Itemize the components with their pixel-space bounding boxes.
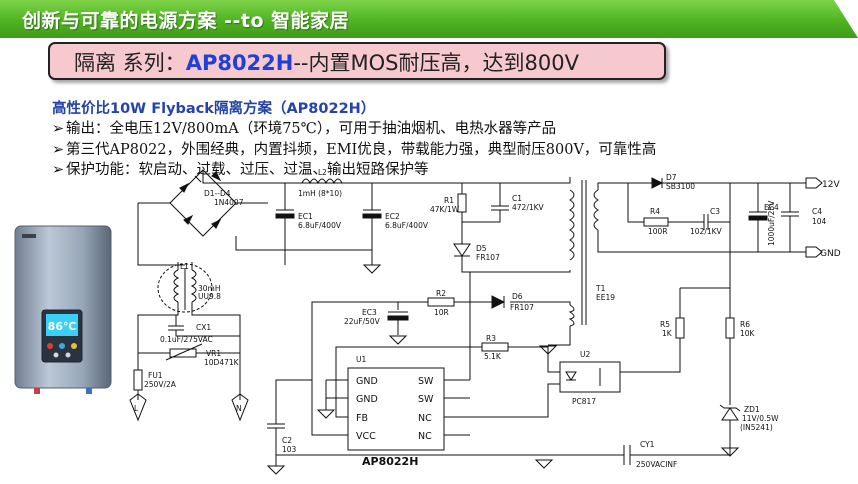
header-title: 创新与可靠的电源方案 --to 智能家居 xyxy=(22,10,350,32)
d5-ref: D5 xyxy=(476,244,487,253)
bullet-text: 第三代AP8022，外围经典，内置抖频，EMI优良，带载能力强，典型耐压800V… xyxy=(66,142,657,158)
d5-part: FR107 xyxy=(476,253,500,262)
c3-ref: C3 xyxy=(710,207,720,216)
r3-ref: R3 xyxy=(486,334,496,343)
ec2-value: 6.8uF/400V xyxy=(385,221,429,230)
ac-neutral-label: N xyxy=(236,404,242,413)
display-temperature: 86℃ xyxy=(48,320,77,333)
output-gnd-label: GND xyxy=(820,249,841,259)
l1-ref: L1 xyxy=(180,262,189,271)
c4-ref: C4 xyxy=(812,207,822,216)
title-banner: 隔离 系列：AP8022H--内置MOS耐压高，达到800V xyxy=(48,42,666,80)
c1-value: 472/1KV xyxy=(512,203,545,212)
header-bar: 创新与可靠的电源方案 --to 智能家居 xyxy=(0,0,858,38)
water-heater-image: 86℃ xyxy=(14,225,112,394)
c3-value: 102/1KV xyxy=(690,227,723,236)
t1-part: EE19 xyxy=(596,293,615,302)
ec4-value: 1000uF/25V xyxy=(767,200,776,246)
zd1-value2: (IN5241) xyxy=(740,423,773,432)
cx1-ref: CX1 xyxy=(196,323,211,332)
bullet-output: ➢输出：全电压12V/800mA（环境75℃），可用于抽油烟机、电热水器等产品 xyxy=(52,117,556,138)
u1-pin-fb: FB xyxy=(356,413,368,424)
t1-ref: T1 xyxy=(595,284,606,293)
r4-value: 100R xyxy=(648,227,668,236)
u2-ref: U2 xyxy=(580,350,590,359)
d6-ref: D6 xyxy=(512,292,523,301)
ec1-value: 6.8uF/400V xyxy=(298,221,342,230)
banner-prefix: 隔离 系列： xyxy=(74,51,186,75)
bullet-marker: ➢ xyxy=(52,121,65,137)
banner-text: 隔离 系列：AP8022H--内置MOS耐压高，达到800V xyxy=(74,47,579,77)
r1-ref: R1 xyxy=(444,196,454,205)
u1-pin-sw-2: SW xyxy=(418,394,434,405)
r5-ref: R5 xyxy=(660,320,670,329)
ec2-ref: EC2 xyxy=(385,212,400,221)
ec3-ref: EC3 xyxy=(362,308,377,317)
bridge-part: 1N4007 xyxy=(214,198,244,207)
ec1-ref: EC1 xyxy=(298,212,313,221)
r5-value: 1K xyxy=(662,329,673,338)
bullet-text: 输出：全电压12V/800mA（环境75℃），可用于抽油烟机、电热水器等产品 xyxy=(66,121,557,137)
u2-part: PC817 xyxy=(572,397,596,406)
bullet-features: ➢第三代AP8022，外围经典，内置抖频，EMI优良，带载能力强，典型耐压800… xyxy=(52,138,656,159)
section-subtitle: 高性价比10W Flyback隔离方案（AP8022H） xyxy=(52,101,376,117)
bridge-ref: D1--D4 xyxy=(204,189,231,198)
u1-pin-nc-1: NC xyxy=(418,413,432,424)
r2-ref: R2 xyxy=(436,289,446,298)
r1-value: 47K/1W xyxy=(430,205,460,214)
fu1-value: 250V/2A xyxy=(144,380,177,389)
u1-pin-gnd-1: GND xyxy=(356,376,378,387)
output-12v-label: 12V xyxy=(822,180,840,190)
bullet-text: 保护功能：软启动、过载、过压、过温、输出短路保护等 xyxy=(66,162,429,178)
l2-value: 1mH (8*10) xyxy=(298,189,342,198)
r2-value: 10R xyxy=(434,308,449,317)
ec4-ref: EC4 xyxy=(764,203,779,212)
bullet-protection: ➢保护功能：软启动、过载、过压、过温、输出短路保护等 xyxy=(52,158,429,179)
l2-ref: L2 xyxy=(318,168,327,177)
header-corner xyxy=(834,0,858,38)
zd1-value1: 11V/0.5W xyxy=(742,414,779,423)
vr1-value: 10D471K xyxy=(204,358,240,367)
u1-pin-vcc: VCC xyxy=(356,431,376,442)
r6-ref: R6 xyxy=(740,320,750,329)
cx1-value: 0.1uF/275VAC xyxy=(160,335,213,344)
brand-logo xyxy=(22,234,36,238)
r6-value: 10K xyxy=(740,329,756,338)
u1-chip-name: AP8022H xyxy=(362,455,418,468)
banner-model: AP8022H xyxy=(185,51,294,75)
fu1-ref: FU1 xyxy=(148,371,163,380)
l1-value1: 30mH xyxy=(198,284,221,293)
bullet-marker: ➢ xyxy=(52,162,65,178)
ac-line-label: L xyxy=(134,404,139,413)
c2-ref: C2 xyxy=(282,436,292,445)
c2-value: 103 xyxy=(282,445,297,454)
cy1-ref: CY1 xyxy=(640,440,655,449)
zd1-ref: ZD1 xyxy=(744,405,760,414)
display-screen xyxy=(46,314,78,336)
r3-value: 5.1K xyxy=(484,352,502,361)
u1-ref: U1 xyxy=(356,355,366,364)
d7-part: SB3100 xyxy=(666,182,695,191)
c4-value: 104 xyxy=(812,217,827,226)
vr1-ref: VR1 xyxy=(206,349,221,358)
d7-ref: D7 xyxy=(666,173,677,182)
bullet-marker: ➢ xyxy=(52,142,65,158)
u1-pin-nc-2: NC xyxy=(418,431,432,442)
u1-pin-gnd-2: GND xyxy=(356,394,378,405)
u1-pin-sw-1: SW xyxy=(418,376,434,387)
ec3-value: 22uF/50V xyxy=(344,317,381,326)
l1-value2: UU9.8 xyxy=(198,292,221,301)
banner-suffix: --内置MOS耐压高，达到800V xyxy=(293,51,579,75)
r4-ref: R4 xyxy=(650,207,660,216)
cy1-value: 250VACINF xyxy=(636,460,677,469)
d6-part: FR107 xyxy=(510,303,534,312)
c1-ref: C1 xyxy=(512,194,522,203)
